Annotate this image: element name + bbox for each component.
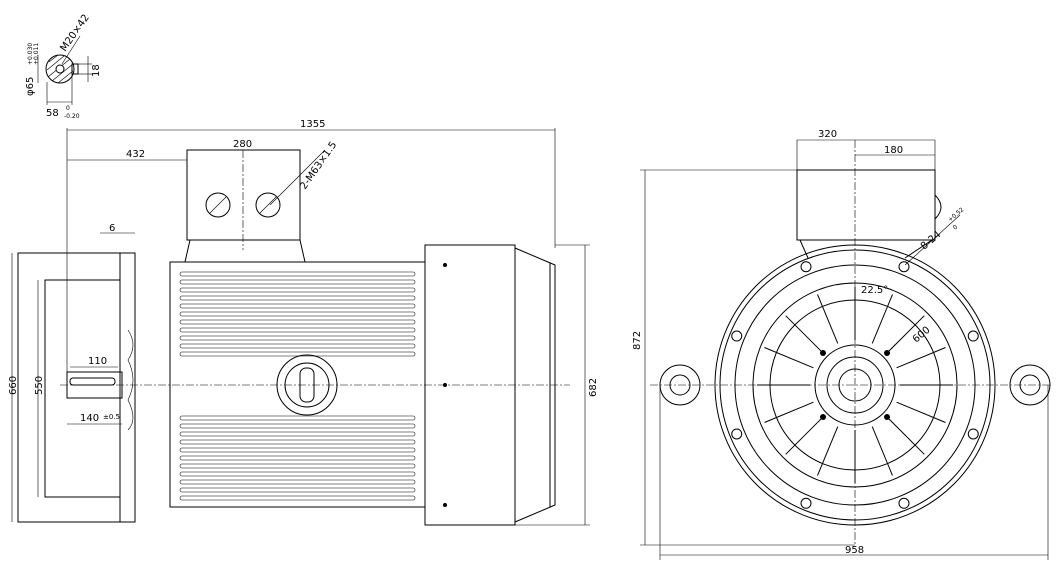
pcd-label: 600 <box>911 325 933 346</box>
fin <box>179 479 416 485</box>
depth-tol-upper: 0 <box>66 105 70 112</box>
fin <box>179 471 416 477</box>
fin <box>179 439 416 445</box>
terminal-box <box>186 149 301 241</box>
mounting-hole <box>731 330 743 342</box>
flange-plate <box>119 252 136 523</box>
overall-height-label: 872 <box>632 331 643 350</box>
shaft-key <box>69 377 116 386</box>
thread-label: M20×42 <box>58 13 91 54</box>
box-offset-end-label: 180 <box>884 145 903 156</box>
angle-label: 22.5° <box>861 285 888 296</box>
fin <box>179 279 416 285</box>
fan-cover-height-label: 682 <box>588 378 599 397</box>
terminal-box-end <box>796 169 936 241</box>
rib <box>764 401 814 423</box>
rib <box>896 347 946 369</box>
bolt <box>884 414 890 420</box>
mounting-hole <box>898 497 910 509</box>
bolt <box>820 350 826 356</box>
spigot-label: 550 <box>34 376 45 395</box>
fin <box>179 327 416 333</box>
fin <box>179 319 416 325</box>
fin <box>179 271 416 277</box>
shaft-diameter-tol-lower: +0.011 <box>33 43 40 65</box>
fin <box>179 415 416 421</box>
rib <box>896 401 946 423</box>
side-view: 1355 432 280 2-M63×1.5 6 660 550 110 140… <box>8 119 599 526</box>
rib <box>764 347 814 369</box>
fin <box>179 487 416 493</box>
fin <box>179 335 416 341</box>
key-width-label: 18 <box>91 64 102 77</box>
cooling-fins <box>179 271 416 501</box>
shaft-section-circle <box>45 54 75 84</box>
bolt <box>884 350 890 356</box>
end-view: 320 180 872 958 8-24 +0.52 0 22.5° 600 <box>632 129 1052 560</box>
bolt <box>820 414 826 420</box>
flange-size-label: 660 <box>8 376 19 395</box>
fin <box>179 311 416 317</box>
rib <box>817 426 839 476</box>
fin <box>179 463 416 469</box>
fin <box>179 495 416 501</box>
fin <box>179 287 416 293</box>
shaft-diameter-label: φ65 <box>25 77 36 96</box>
holes-label: 8-24 <box>919 229 943 252</box>
flange-thickness-label: 6 <box>109 223 115 234</box>
spigot-outline <box>44 279 121 498</box>
key-length-label: 110 <box>88 356 107 367</box>
box-length-label: 280 <box>233 139 252 150</box>
box-offset-label: 432 <box>126 149 145 160</box>
rib <box>871 426 893 476</box>
cable-entry-2 <box>255 192 281 218</box>
fin <box>179 295 416 301</box>
motor-frame <box>169 261 426 508</box>
rib <box>817 294 839 344</box>
mounting-hole <box>898 261 910 273</box>
fin <box>179 343 416 349</box>
holes-tol-lower: 0 <box>952 224 960 232</box>
mounting-hole <box>967 330 979 342</box>
fin <box>179 447 416 453</box>
overall-length-label: 1355 <box>300 119 325 130</box>
cable-entries-label: 2-M63×1.5 <box>298 140 339 192</box>
shaft-length-tol: ±0.5 <box>103 413 120 421</box>
rib <box>871 294 893 344</box>
depth-label: 58 <box>46 108 59 119</box>
fin <box>179 351 416 357</box>
mounting-hole <box>800 261 812 273</box>
rib <box>886 416 925 455</box>
fin <box>179 431 416 437</box>
depth-tol-lower: -0.20 <box>64 113 80 120</box>
shaft-length-label: 140 <box>80 413 99 424</box>
holes-tol-upper: +0.52 <box>947 206 966 223</box>
rib <box>785 315 824 354</box>
fin <box>179 455 416 461</box>
box-width-label: 320 <box>818 129 837 140</box>
mounting-hole <box>731 428 743 440</box>
shaft-section-detail: φ65 +0.030 +0.011 M20×42 18 58 0 -0.20 <box>25 13 102 120</box>
rib <box>785 416 824 455</box>
mounting-hole <box>800 497 812 509</box>
cable-entry-1 <box>205 192 231 218</box>
keyway <box>71 63 79 75</box>
shaft-diameter-tol-upper: +0.030 <box>27 43 34 65</box>
rib <box>886 315 925 354</box>
fin <box>179 303 416 309</box>
overall-width-label: 958 <box>845 545 864 556</box>
fin <box>179 423 416 429</box>
mounting-hole <box>967 428 979 440</box>
